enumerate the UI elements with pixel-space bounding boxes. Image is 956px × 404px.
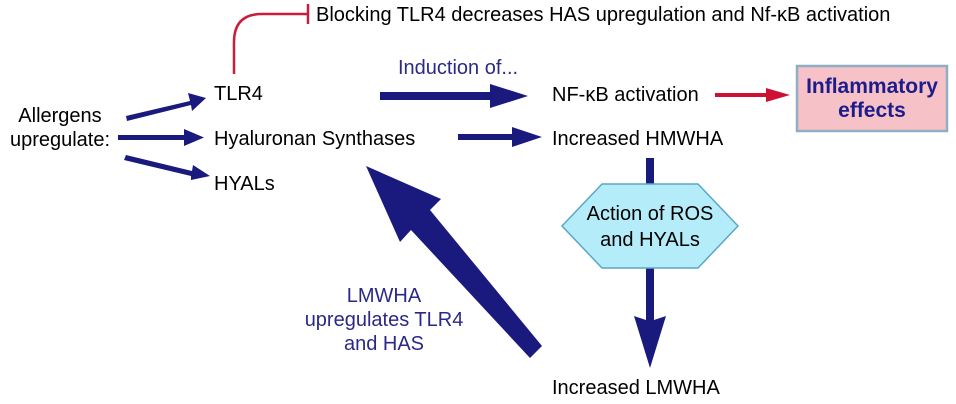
arrow-nfkb-to-inflammatory-head xyxy=(766,88,790,102)
lmwha-upregulates-line1: LMWHA xyxy=(347,285,422,307)
arrow-ros-to-lmwha xyxy=(634,268,666,368)
inflammatory-effects-box xyxy=(795,64,949,133)
ros-hyals-line1: Action of ROS xyxy=(587,203,714,225)
arrow-has-to-hmwha xyxy=(458,127,542,147)
arrow-tlr4-to-nfkb xyxy=(380,84,528,108)
ros-hyals-hexagon xyxy=(560,183,740,269)
hyaluronan-synthases-label: Hyaluronan Synthases xyxy=(214,128,415,150)
arrow-allergens-to-hyals xyxy=(124,155,210,180)
tlr4-label: TLR4 xyxy=(214,83,263,105)
nfkb-activation-label: NF-κB activation xyxy=(552,84,699,106)
lmwha-upregulates-line3: and HAS xyxy=(344,333,424,355)
arrow-allergens-to-tlr4 xyxy=(126,93,206,121)
arrow-lmwha-to-has xyxy=(366,166,542,358)
increased-hmwha-label: Increased HMWHA xyxy=(552,128,724,150)
hyals-label: HYALs xyxy=(214,173,275,195)
increased-lmwha-label: Increased LMWHA xyxy=(552,377,720,399)
blocking-tlr4-text: Blocking TLR4 decreases HAS upregulation… xyxy=(316,4,890,26)
lmwha-upregulates-line2: upregulates TLR4 xyxy=(305,309,464,331)
ros-hyals-line2: and HYALs xyxy=(600,229,700,251)
arrow-allergens-to-has xyxy=(118,129,204,146)
arrow-hmwha-to-ros xyxy=(646,158,654,184)
inflammatory-effects-line1: Inflammatory xyxy=(806,75,938,98)
allergens-label-line1: Allergens xyxy=(18,105,101,127)
inflammatory-effects-line2: effects xyxy=(838,99,906,122)
allergens-label-line2: upregulate: xyxy=(10,129,110,151)
tlr4-inhibition-curve xyxy=(232,12,308,74)
induction-label: Induction of... xyxy=(398,57,518,79)
